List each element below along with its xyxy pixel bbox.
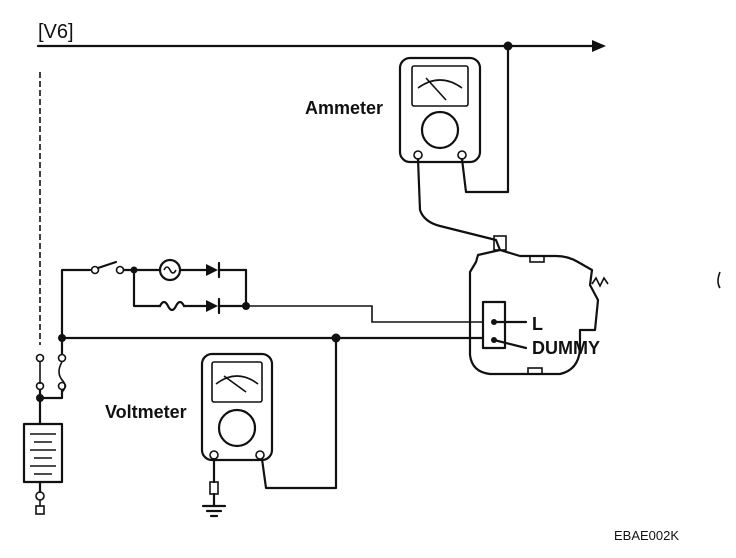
ammeter-negative-lead bbox=[416, 157, 502, 252]
lamp-circuit-return bbox=[246, 305, 482, 323]
resistor-branch bbox=[132, 268, 248, 315]
terminal-dummy-wire bbox=[492, 338, 528, 350]
fusible-link bbox=[35, 336, 67, 426]
voltmeter-positive-lead bbox=[260, 336, 338, 490]
ammeter-label: Ammeter bbox=[305, 98, 383, 118]
voltmeter-ground bbox=[201, 457, 227, 518]
ammeter bbox=[398, 56, 482, 164]
voltmeter bbox=[200, 352, 274, 462]
voltmeter-label: Voltmeter bbox=[105, 402, 187, 422]
lamp-diode bbox=[206, 261, 248, 279]
ignition-switch bbox=[60, 260, 138, 340]
junction-dot bbox=[242, 302, 250, 310]
terminal-l-label: L bbox=[532, 314, 543, 334]
variant-label: [V6] bbox=[38, 21, 74, 43]
charge-warning-lamp bbox=[132, 258, 208, 282]
figure-code: EBAE002K bbox=[614, 528, 679, 543]
ammeter-positive-lead bbox=[460, 44, 510, 194]
b-plus-line bbox=[36, 40, 606, 52]
stray-mark bbox=[717, 271, 721, 289]
terminal-dummy-label: DUMMY bbox=[532, 338, 600, 358]
battery bbox=[22, 422, 64, 515]
